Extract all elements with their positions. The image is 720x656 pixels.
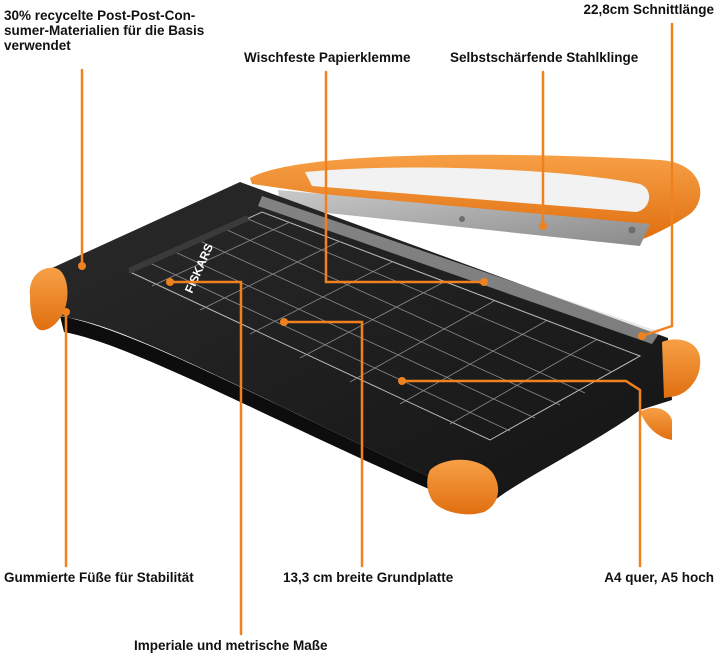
cutter-base-edge	[60, 316, 478, 510]
foot-front-right	[640, 407, 672, 440]
label-paper-clamp: Wischfeste Papierklemme	[244, 50, 411, 65]
callout-line-clamp	[324, 70, 484, 284]
measurement-grid	[128, 211, 642, 441]
blade-rivet	[459, 216, 465, 222]
label-measurements: Imperiale und metrische Maße	[134, 638, 328, 653]
paper-clamp-slot	[128, 215, 250, 274]
label-steel-blade: Selbstschärfende Stahlklinge	[450, 50, 639, 65]
label-recycled-line-2: sumer-Materialien für die Basis	[4, 23, 205, 38]
paper-clamp	[258, 196, 660, 344]
label-recycled-line-1: 30% recycelte Post-Post-Con-	[4, 8, 196, 23]
foot-front-left	[427, 459, 499, 515]
label-base-width: 13,3 cm breite Grundplatte	[283, 570, 454, 585]
callout-line-base	[282, 320, 364, 568]
cutter-base	[44, 182, 673, 500]
label-rubber-feet: Gummierte Füße für Stabilität	[4, 570, 194, 585]
callout-lines	[64, 22, 674, 636]
label-cut-length: 22,8cm Schnittlänge	[583, 2, 714, 17]
foot-back-right	[662, 339, 701, 398]
callout-line-a4	[400, 379, 642, 568]
label-recycled-material: 30% recycelte Post-Post-Con- sumer-Mater…	[4, 8, 204, 53]
handle-grip-slot	[305, 167, 650, 212]
label-recycled-line-3: verwendet	[4, 38, 71, 53]
foot-back-left	[29, 267, 68, 331]
label-paper-format: A4 quer, A5 hoch	[604, 570, 714, 585]
callout-dots	[62, 222, 646, 385]
blade-rivet	[628, 226, 636, 234]
callout-line-measure	[168, 280, 243, 636]
callout-line-length	[640, 22, 674, 338]
